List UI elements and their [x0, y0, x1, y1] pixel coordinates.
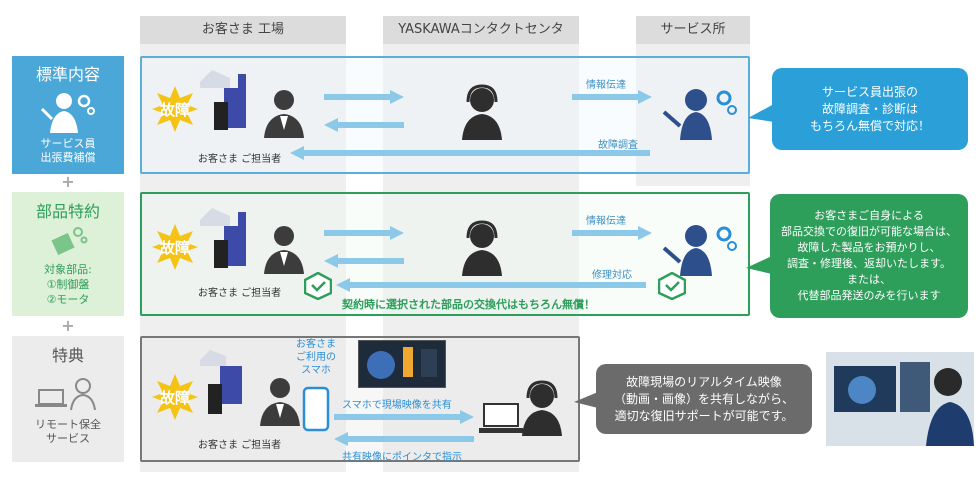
- callout-remote-text: 故障現場のリアルタイム映像 （動画・画像）を共有しながら、 適切な復旧サポートが…: [613, 374, 794, 423]
- parts-free-note: 契約時に選択された部品の交換代はもちろん無償！: [342, 298, 595, 311]
- laptop-icon: [479, 403, 523, 433]
- service-tech-icon-2: [654, 218, 738, 280]
- shared-video-thumbnail: [358, 340, 446, 388]
- customer-person-icon-3: [258, 374, 302, 430]
- customer-label-1: お客さま ご担当者: [198, 154, 282, 165]
- plan-parts-sub3: ②モータ: [46, 293, 90, 306]
- plan-parts-sub2: ①制御盤: [46, 278, 90, 291]
- arrow-right-1: [324, 90, 404, 104]
- fault-burst-2: 故障: [152, 224, 198, 270]
- fault-burst-1: 故障: [152, 86, 198, 132]
- center-column-header: YASKAWAコンタクトセンタ: [383, 16, 579, 44]
- arrow-pointer: [334, 432, 474, 446]
- arrow-investigate: [290, 146, 650, 160]
- customer-label-3: お客さま ご担当者: [198, 440, 282, 451]
- plan-standard-title: 標準内容: [35, 65, 100, 84]
- operator-headset-icon-2: [460, 220, 504, 280]
- robot-controller-icon-2: [198, 206, 262, 280]
- callout-parts-tail: [746, 256, 772, 274]
- callout-parts-text: お客さまご自身による 部品交換での復旧が可能な場合は、 故障した製品をお預かりし…: [781, 209, 957, 302]
- plan-parts-sub1: 対象部品:: [44, 263, 92, 276]
- callout-standard: サービス員出張の 故障調査・診断は もちろん無償で対応！: [772, 68, 968, 150]
- smartphone-label: お客さま ご利用の スマホ: [296, 339, 336, 376]
- remote-operator-photo: [826, 352, 974, 446]
- parts-box-icon-right: [658, 272, 686, 300]
- service-person-icon: [12, 85, 124, 137]
- customer-label-2: お客さま ご担当者: [198, 288, 282, 299]
- plus-sign-2: +: [61, 316, 75, 335]
- fault-burst-3: 故障: [152, 374, 198, 420]
- arrow-info-2: [572, 226, 652, 240]
- plan-standard: 標準内容 サービス員 出張費補償: [12, 56, 124, 174]
- info-label-2: 情報伝達: [586, 216, 626, 227]
- plus-sign-1: +: [61, 172, 75, 191]
- repair-label: 修理対応: [592, 270, 632, 281]
- arrow-right-2: [324, 226, 404, 240]
- fault-label-2: 故障: [159, 238, 190, 257]
- service-tech-icon-1: [654, 82, 738, 144]
- share-label: スマホで現場映像を共有: [342, 400, 452, 411]
- smartphone-icon: [302, 386, 330, 432]
- callout-standard-tail: [748, 104, 774, 122]
- callout-remote: 故障現場のリアルタイム映像 （動画・画像）を共有しながら、 適切な復旧サポートが…: [596, 364, 812, 434]
- parts-box-icon-left: [304, 272, 332, 300]
- plan-bonus-title: 特典: [51, 346, 84, 365]
- plan-bonus-sub: リモート保全 サービス: [35, 418, 101, 445]
- operator-headset-icon-1: [460, 84, 504, 144]
- plan-parts-title: 部品特約: [35, 202, 100, 221]
- plan-parts: 部品特約 対象部品: ①制御盤 ②モータ: [12, 192, 124, 316]
- arrow-left-2: [324, 254, 404, 268]
- customer-person-icon-1: [262, 86, 306, 142]
- customer-person-icon-2: [262, 222, 306, 278]
- operator-headset-icon-3: [520, 380, 564, 440]
- service-column-header: サービス所: [636, 16, 750, 44]
- robot-controller-icon-3: [198, 348, 254, 424]
- remote-laptop-icon: [12, 366, 124, 418]
- arrow-info-1: [572, 90, 652, 104]
- callout-parts: お客さまご自身による 部品交換での復旧が可能な場合は、 故障した製品をお預かりし…: [770, 194, 968, 318]
- arrow-share: [334, 410, 474, 424]
- fault-label-3: 故障: [159, 388, 190, 407]
- pointer-label: 共有映像にポインタで指示: [342, 452, 462, 463]
- plan-standard-sub: サービス員 出張費補償: [40, 137, 96, 164]
- parts-hand-icon: [12, 222, 124, 262]
- plan-bonus: 特典 リモート保全 サービス: [12, 336, 124, 462]
- arrow-repair: [336, 278, 646, 292]
- arrow-left-1: [324, 118, 404, 132]
- callout-standard-text: サービス員出張の 故障調査・診断は もちろん無償で対応！: [809, 84, 930, 133]
- factory-column-header: お客さま 工場: [140, 16, 346, 44]
- callout-remote-tail: [574, 392, 598, 408]
- robot-controller-icon-1: [198, 68, 262, 142]
- fault-label-1: 故障: [159, 100, 190, 119]
- info-label-1: 情報伝達: [586, 80, 626, 91]
- investigate-label: 故障調査: [598, 140, 638, 151]
